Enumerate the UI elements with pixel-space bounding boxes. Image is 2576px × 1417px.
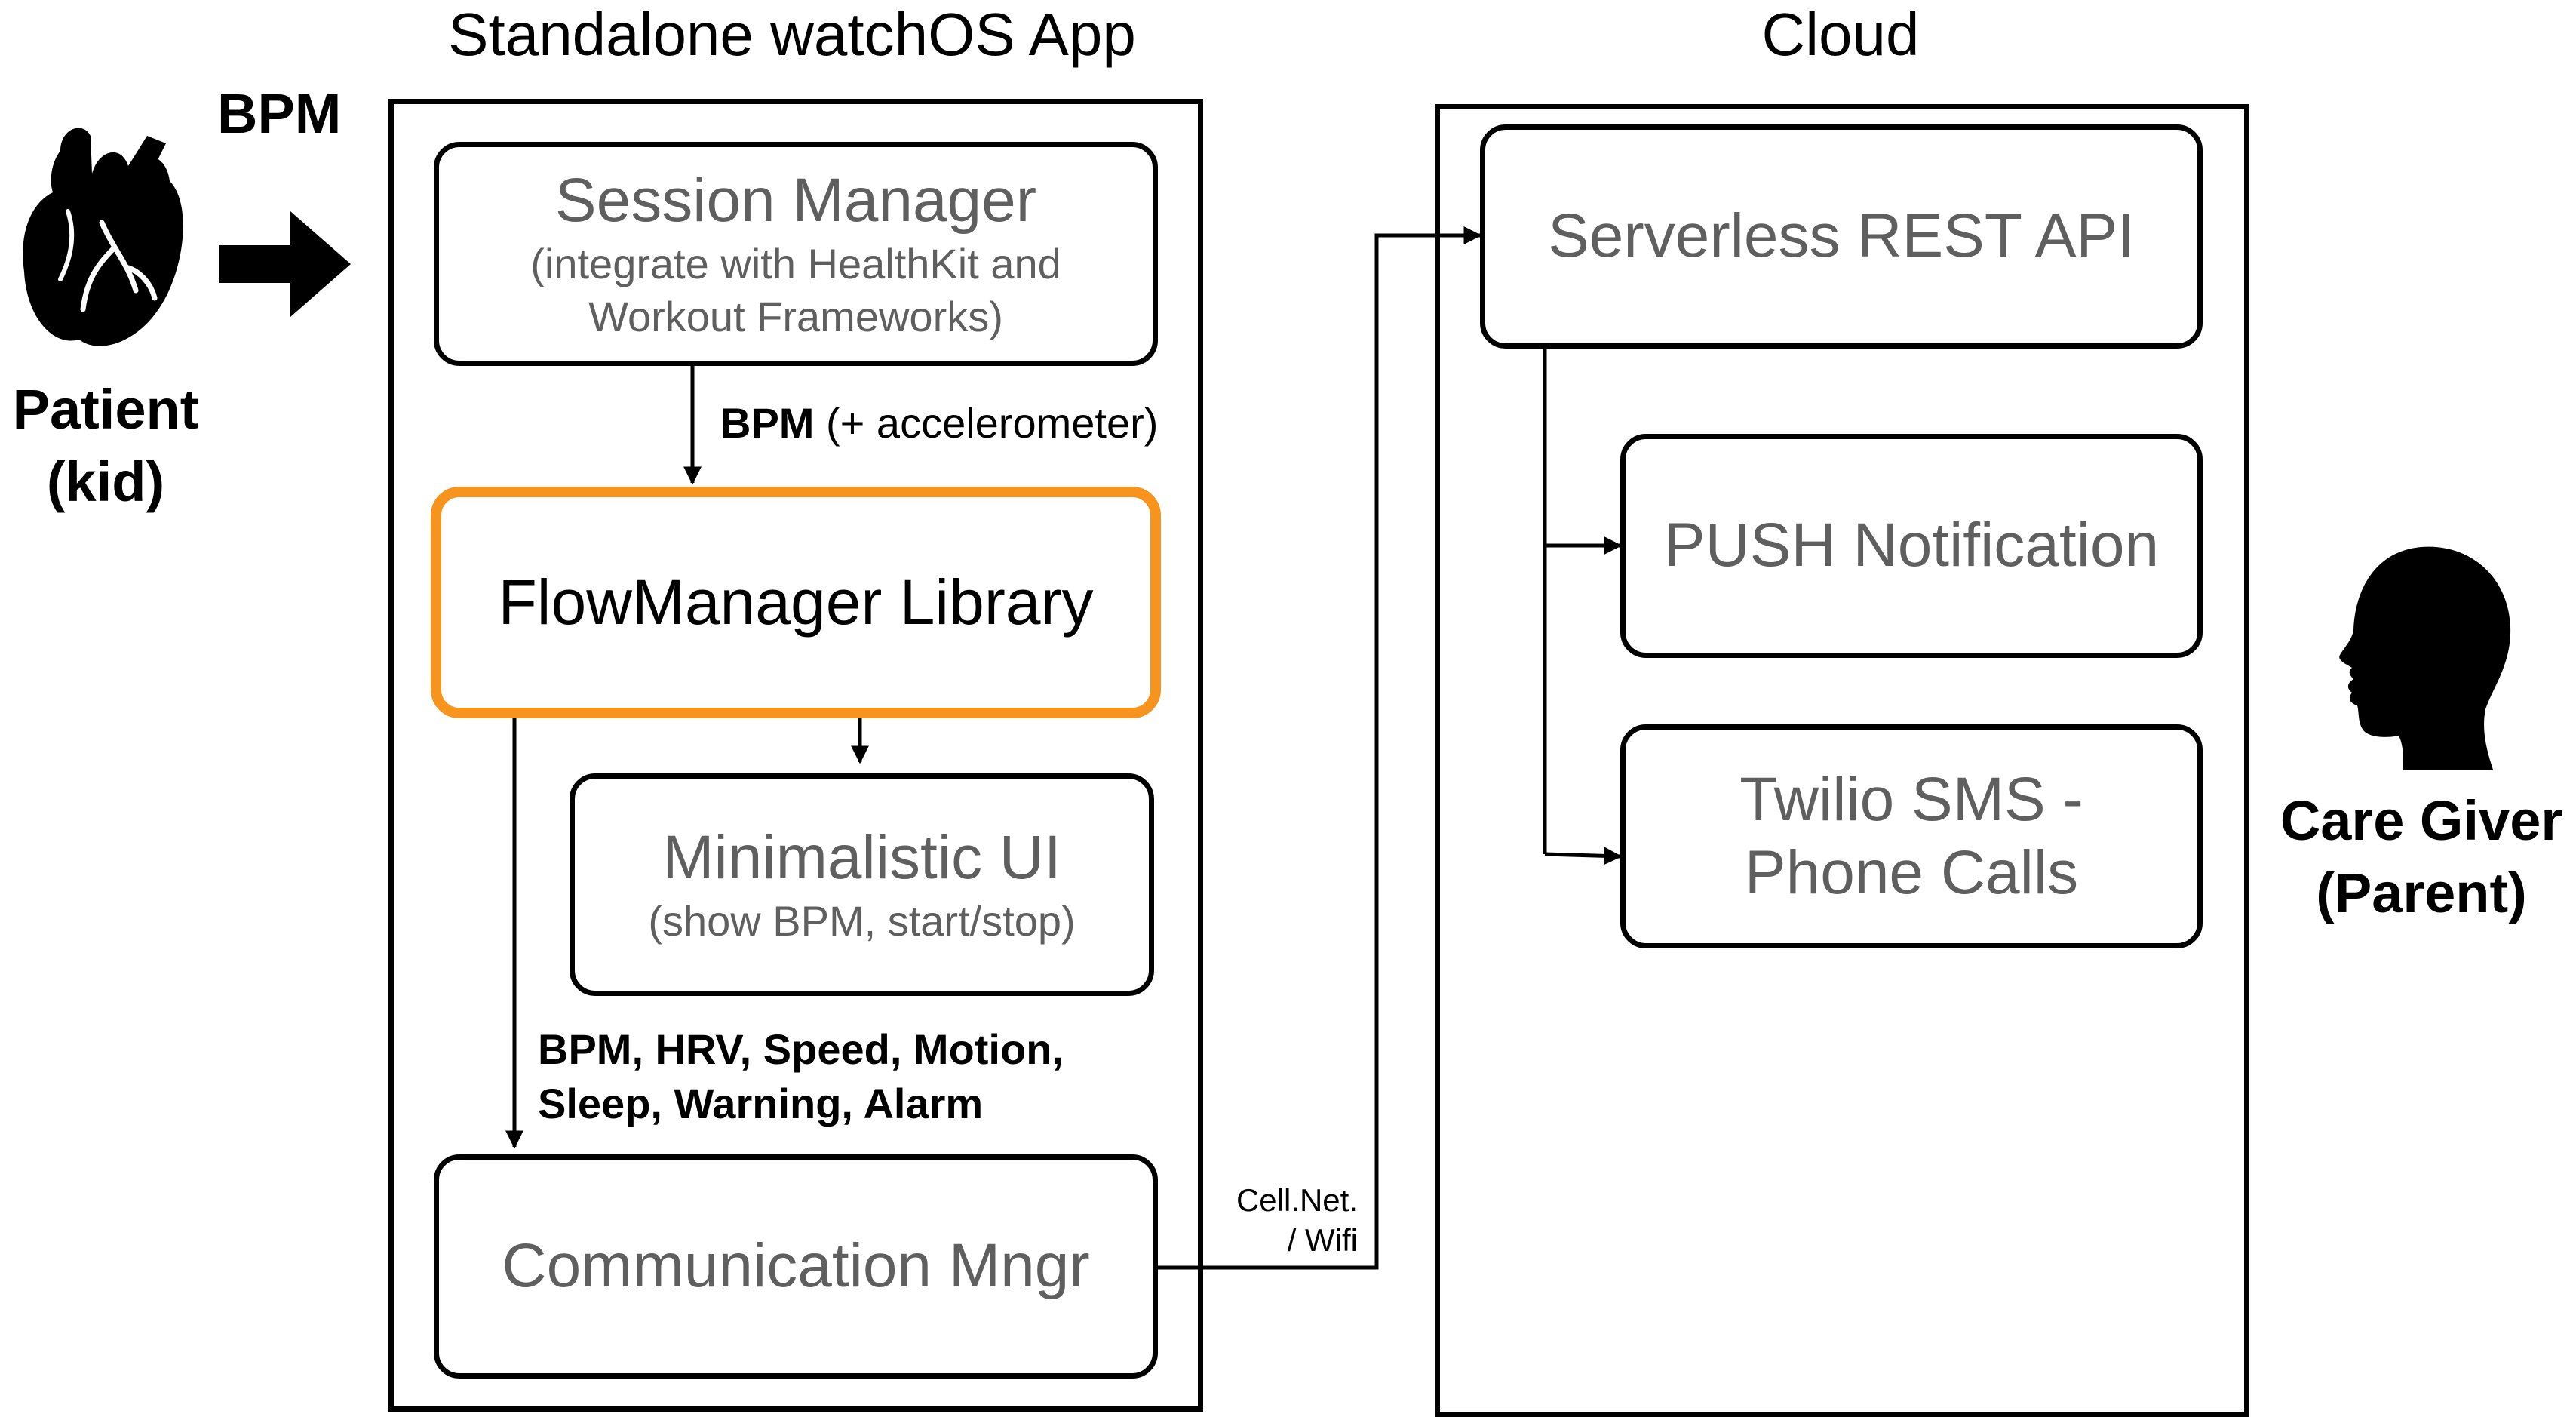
twilio-box: Twilio SMS - Phone Calls <box>1620 724 2203 948</box>
session-manager-title: Session Manager <box>554 166 1037 235</box>
session-manager-subtitle-line1: (integrate with HealthKit and <box>530 239 1061 287</box>
edge-api-to-twilio <box>1544 847 1623 865</box>
cloud-group-title: Cloud <box>1761 1 1920 68</box>
flow-manager-title: FlowManager Library <box>498 566 1094 638</box>
flow-to-comm-label: BPM, HRV, Speed, Motion, Sleep, Warning,… <box>538 1022 1064 1130</box>
rest-api-title: Serverless REST API <box>1548 201 2135 271</box>
communication-manager-box: Communication Mngr <box>434 1154 1158 1379</box>
patient-label-line1: Patient <box>12 378 199 441</box>
comm-to-api-label-line2: / Wifi <box>1287 1222 1358 1258</box>
heart-icon <box>15 121 189 362</box>
session-manager-subtitle-line2: Workout Frameworks) <box>588 292 1003 340</box>
twilio-title-line2: Phone Calls <box>1744 838 2079 907</box>
session-manager-box: Session Manager (integrate with HealthKi… <box>434 142 1158 366</box>
caregiver-label-line1: Care Giver <box>2280 789 2563 852</box>
watch-app-group-title: Standalone watchOS App <box>448 1 1136 68</box>
flow-to-comm-label-line1: BPM, HRV, Speed, Motion, <box>538 1025 1064 1073</box>
edge-comm-to-api <box>1158 226 1482 1270</box>
push-notification-title: PUSH Notification <box>1663 511 2160 580</box>
patient-label-line2: (kid) <box>46 450 165 514</box>
minimalistic-ui-box: Minimalistic UI (show BPM, start/stop) <box>570 773 1154 996</box>
session-to-flow-label-bold: BPM <box>720 399 815 447</box>
patient-label: Patient (kid) <box>0 373 211 518</box>
minimalistic-ui-subtitle: (show BPM, start/stop) <box>648 896 1076 945</box>
comm-to-api-label-line1: Cell.Net. <box>1236 1182 1358 1218</box>
session-to-flow-label-rest: (+ accelerometer) <box>826 399 1159 447</box>
communication-manager-title: Communication Mngr <box>502 1231 1090 1301</box>
bpm-input-label: BPM <box>217 82 342 145</box>
push-notification-box: PUSH Notification <box>1620 434 2203 658</box>
flow-to-comm-label-line2: Sleep, Warning, Alarm <box>538 1079 984 1127</box>
minimalistic-ui-title: Minimalistic UI <box>662 823 1061 893</box>
rest-api-box: Serverless REST API <box>1480 124 2203 349</box>
comm-to-api-label: Cell.Net. / Wifi <box>1199 1181 1358 1260</box>
flow-manager-box: FlowManager Library <box>431 487 1161 718</box>
session-to-flow-label: BPM (+ accelerometer) <box>720 398 1158 447</box>
head-silhouette-icon <box>2331 543 2519 770</box>
caregiver-label: Care Giver (Parent) <box>2267 785 2576 930</box>
twilio-title-line1: Twilio SMS - <box>1739 764 2083 834</box>
caregiver-label-line2: (Parent) <box>2316 862 2527 925</box>
arrow-right-icon <box>219 211 355 317</box>
